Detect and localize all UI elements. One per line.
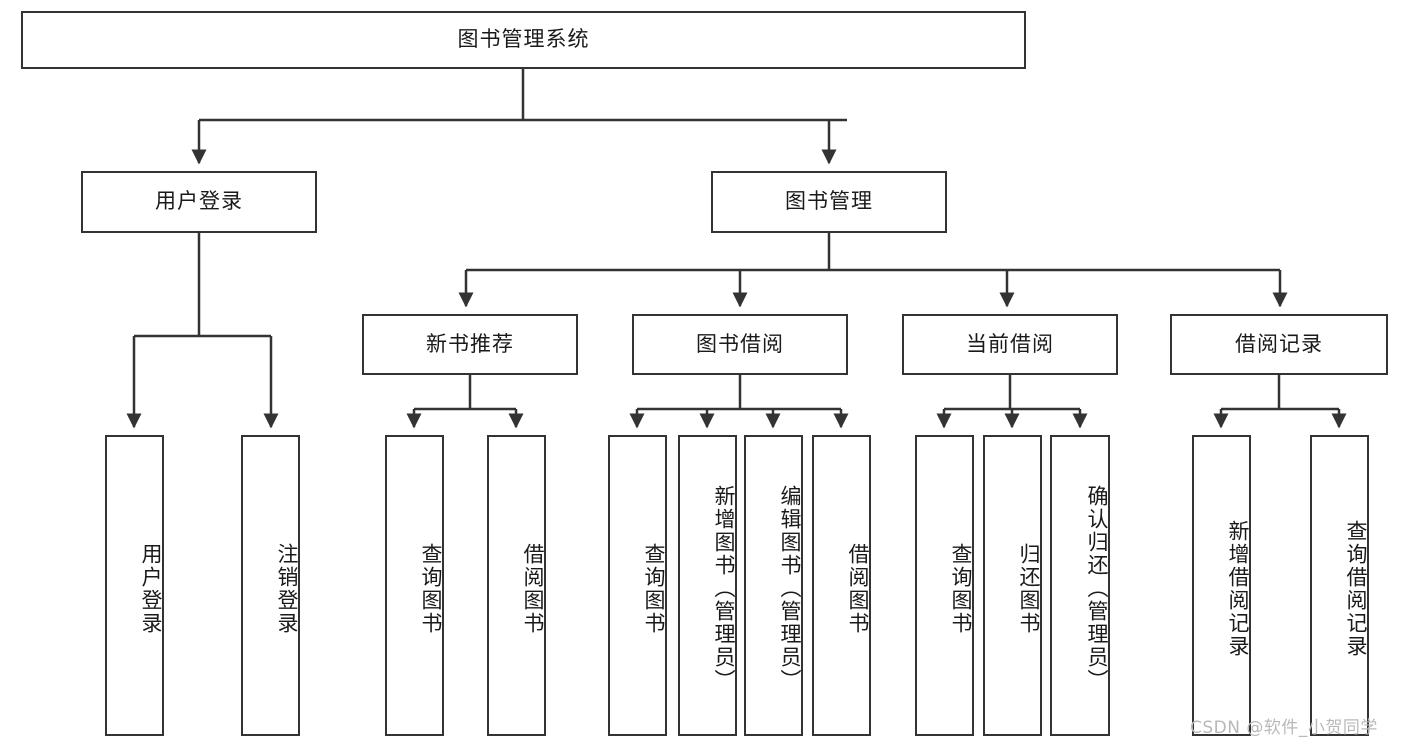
node-leaf-edit-book-label: 编辑图书（管理员） xyxy=(778,485,802,692)
node-user-login[interactable]: 用户登录 xyxy=(81,171,317,233)
node-leaf-borrow-book-2-label: 借阅图书 xyxy=(846,542,870,635)
node-leaf-user-login[interactable]: 用户登录 xyxy=(105,435,164,736)
node-leaf-add-record[interactable]: 新增借阅记录 xyxy=(1192,435,1251,736)
node-leaf-query-record-label: 查询借阅记录 xyxy=(1344,519,1368,658)
node-leaf-return-book[interactable]: 归还图书 xyxy=(983,435,1042,736)
node-leaf-logout-label: 注销登录 xyxy=(275,542,299,635)
node-leaf-query-book-3-label: 查询图书 xyxy=(949,542,973,635)
node-leaf-borrow-book-1[interactable]: 借阅图书 xyxy=(487,435,546,736)
node-current-borrow-label: 当前借阅 xyxy=(966,331,1054,356)
node-leaf-return-book-label: 归还图书 xyxy=(1017,542,1041,635)
node-leaf-query-book-1[interactable]: 查询图书 xyxy=(385,435,444,736)
node-new-book-recommend-label: 新书推荐 xyxy=(426,331,514,356)
node-root[interactable]: 图书管理系统 xyxy=(21,11,1026,69)
node-leaf-query-book-2-label: 查询图书 xyxy=(642,542,666,635)
node-leaf-query-record[interactable]: 查询借阅记录 xyxy=(1310,435,1369,736)
node-book-manage-label: 图书管理 xyxy=(785,189,873,214)
node-borrow-record-label: 借阅记录 xyxy=(1235,331,1323,356)
node-leaf-logout[interactable]: 注销登录 xyxy=(241,435,300,736)
node-leaf-add-book-label: 新增图书（管理员） xyxy=(712,485,736,692)
node-leaf-query-book-2[interactable]: 查询图书 xyxy=(608,435,667,736)
node-current-borrow[interactable]: 当前借阅 xyxy=(902,314,1118,375)
node-user-login-label: 用户登录 xyxy=(155,189,243,214)
node-leaf-borrow-book-2[interactable]: 借阅图书 xyxy=(812,435,871,736)
node-borrow-record[interactable]: 借阅记录 xyxy=(1170,314,1388,375)
node-leaf-query-book-1-label: 查询图书 xyxy=(419,542,443,635)
node-leaf-user-login-label: 用户登录 xyxy=(139,542,163,635)
node-leaf-add-record-label: 新增借阅记录 xyxy=(1226,519,1250,658)
node-leaf-edit-book[interactable]: 编辑图书（管理员） xyxy=(744,435,803,736)
node-leaf-query-book-3[interactable]: 查询图书 xyxy=(915,435,974,736)
node-new-book-recommend[interactable]: 新书推荐 xyxy=(362,314,578,375)
node-book-manage[interactable]: 图书管理 xyxy=(711,171,947,233)
node-root-label: 图书管理系统 xyxy=(457,27,590,52)
node-book-borrow[interactable]: 图书借阅 xyxy=(632,314,848,375)
node-leaf-add-book[interactable]: 新增图书（管理员） xyxy=(678,435,737,736)
node-leaf-confirm-return[interactable]: 确认归还（管理员） xyxy=(1050,435,1110,736)
node-leaf-confirm-return-label: 确认归还（管理员） xyxy=(1085,485,1109,692)
node-book-borrow-label: 图书借阅 xyxy=(696,331,784,356)
node-leaf-borrow-book-1-label: 借阅图书 xyxy=(521,542,545,635)
